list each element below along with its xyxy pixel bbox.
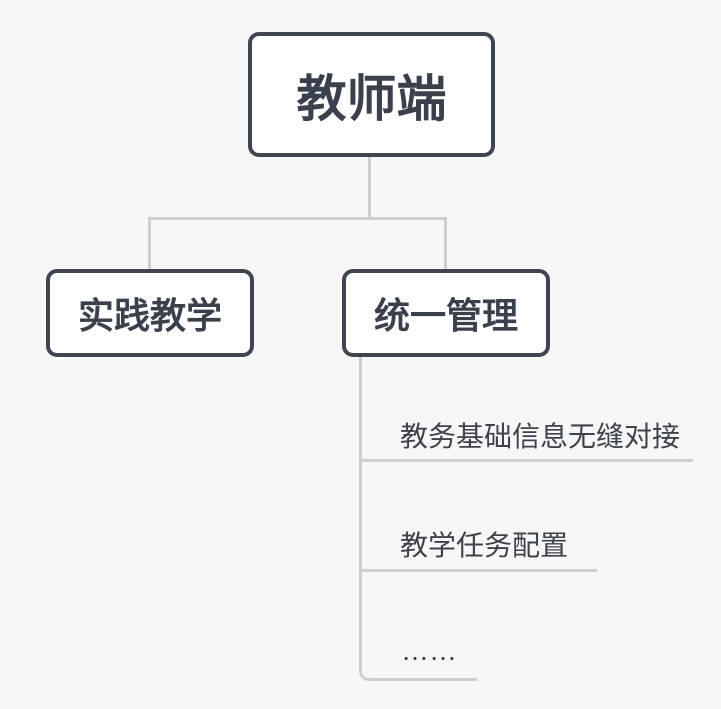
connector-horizontal-rail [148, 217, 447, 220]
leaf-ellipsis[interactable]: …… [401, 634, 457, 668]
node-teacher-end-label: 教师端 [296, 70, 447, 127]
leaf-teaching-task-config-label: 教学任务配置 [400, 530, 569, 561]
connector-branch-elbow [359, 357, 477, 681]
leaf-ellipsis-label: …… [401, 635, 457, 666]
leaf-seamless-info-integration-label: 教务基础信息无缝对接 [400, 421, 681, 452]
node-unified-management-label: 统一管理 [373, 295, 518, 336]
connector-root-stub [368, 157, 371, 219]
connector-drop-right [444, 217, 447, 270]
leaf-teaching-task-config[interactable]: 教学任务配置 [400, 529, 568, 563]
node-teacher-end[interactable]: 教师端 [248, 32, 495, 157]
node-practical-teaching-label: 实践教学 [77, 295, 222, 336]
leaf-seamless-info-integration[interactable]: 教务基础信息无缝对接 [400, 420, 680, 454]
node-practical-teaching[interactable]: 实践教学 [46, 269, 254, 357]
leaf-underline-2 [359, 569, 597, 572]
connector-drop-left [148, 217, 151, 270]
node-unified-management[interactable]: 统一管理 [342, 269, 550, 357]
leaf-underline-1 [359, 459, 693, 462]
